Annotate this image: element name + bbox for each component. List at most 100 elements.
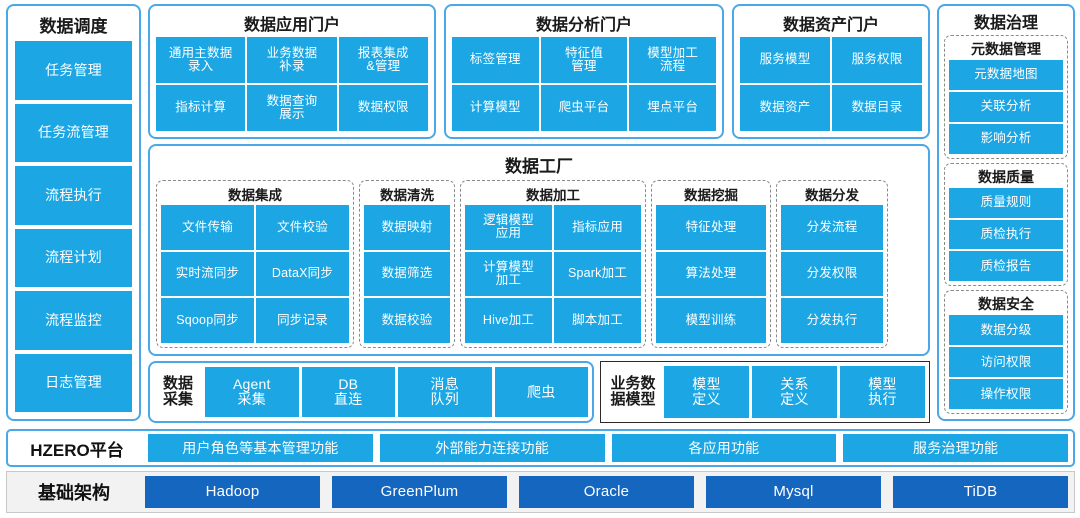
cleaning-item-data-mapping[interactable]: 数据映射 xyxy=(364,205,450,250)
portal-row: 数据应用门户 通用主数据 录入 业务数据 补录 报表集成 &管理 指标计算 数据… xyxy=(148,4,930,139)
processing-item-calculation-model-processing[interactable]: 计算模型 加工 xyxy=(465,251,552,297)
panel-title-data-asset-portal: 数据资产门户 xyxy=(782,16,879,34)
data-integration-grid: 文件传输 文件校验 实时流同步 DataX同步 Sqoop同步 同步记录 xyxy=(161,205,349,343)
processing-item-metric-application[interactable]: 指标应用 xyxy=(554,205,641,250)
analysis-portal-item-tag-management[interactable]: 标签管理 xyxy=(452,37,539,83)
data-processing-grid: 逻辑模型 应用 指标应用 计算模型 加工 Spark加工 Hive加工 脚本加工 xyxy=(465,205,641,343)
metadata-item-list: 元数据地图 关联分析 影响分析 xyxy=(949,60,1063,154)
infrastructure-item-greenplum[interactable]: GreenPlum xyxy=(332,476,507,508)
mining-item-algorithm-processing[interactable]: 算法处理 xyxy=(656,251,766,297)
group-title-data-cleaning: 数据清洗 xyxy=(380,188,434,203)
analysis-portal-item-tracking-platform[interactable]: 埋点平台 xyxy=(629,85,716,131)
panel-title-hzero-platform: HZERO平台 xyxy=(30,440,124,460)
asset-portal-item-service-model[interactable]: 服务模型 xyxy=(740,37,830,83)
analysis-portal-item-model-processing-flow[interactable]: 模型加工 流程 xyxy=(629,37,716,83)
integration-item-sqoop-sync[interactable]: Sqoop同步 xyxy=(161,298,254,343)
integration-item-file-verification[interactable]: 文件校验 xyxy=(256,205,349,250)
cleaning-item-data-verification[interactable]: 数据校验 xyxy=(364,298,450,343)
app-portal-item-data-permission[interactable]: 数据权限 xyxy=(338,85,428,131)
business-model-item-model-execution[interactable]: 模型 执行 xyxy=(840,366,925,418)
quality-item-inspection-execution[interactable]: 质检执行 xyxy=(949,219,1063,250)
quality-item-quality-rule[interactable]: 质量规则 xyxy=(949,187,1063,218)
group-data-integration: 数据集成 文件传输 文件校验 实时流同步 DataX同步 Sqoop同步 同步记… xyxy=(156,180,354,348)
cleaning-item-data-filtering[interactable]: 数据筛选 xyxy=(364,251,450,297)
infrastructure-item-mysql[interactable]: Mysql xyxy=(706,476,881,508)
scheduling-item-log-management[interactable]: 日志管理 xyxy=(15,353,132,412)
app-portal-item-business-data-supplement[interactable]: 业务数据 补录 xyxy=(247,37,337,83)
infrastructure-item-oracle[interactable]: Oracle xyxy=(519,476,694,508)
collection-item-crawler[interactable]: 爬虫 xyxy=(494,367,588,417)
app-portal-item-metric-calculation[interactable]: 指标计算 xyxy=(156,85,246,131)
factory-group-row: 数据集成 文件传输 文件校验 实时流同步 DataX同步 Sqoop同步 同步记… xyxy=(156,179,922,348)
security-item-data-classification[interactable]: 数据分级 xyxy=(949,315,1063,346)
panel-data-asset-portal: 数据资产门户 服务模型 服务权限 数据资产 数据目录 xyxy=(732,4,930,139)
section-title-data-quality: 数据质量 xyxy=(978,168,1034,185)
governance-section-list: 元数据管理 元数据地图 关联分析 影响分析 数据质量 质量规则 质检执行 质检报… xyxy=(944,33,1068,415)
metadata-item-lineage-analysis[interactable]: 关联分析 xyxy=(949,91,1063,122)
hzero-item-service-governance[interactable]: 服务治理功能 xyxy=(843,434,1068,462)
hzero-item-list: 用户角色等基本管理功能 外部能力连接功能 各应用功能 服务治理功能 xyxy=(148,434,1068,462)
panel-title-business-data-model: 业务数 据模型 xyxy=(610,374,656,408)
integration-item-datax-sync[interactable]: DataX同步 xyxy=(256,251,349,297)
panel-title-infrastructure: 基础架构 xyxy=(38,483,110,503)
infrastructure-item-list: Hadoop GreenPlum Oracle Mysql TiDB xyxy=(145,476,1068,508)
security-item-access-permission[interactable]: 访问权限 xyxy=(949,347,1063,378)
distribution-item-distribution-execution[interactable]: 分发执行 xyxy=(781,298,883,343)
scheduling-item-process-plan[interactable]: 流程计划 xyxy=(15,228,132,287)
scheduling-item-process-monitoring[interactable]: 流程监控 xyxy=(15,291,132,350)
business-model-item-list: 模型 定义 关系 定义 模型 执行 xyxy=(664,366,925,418)
group-title-data-integration: 数据集成 xyxy=(228,188,282,203)
processing-item-script-processing[interactable]: 脚本加工 xyxy=(554,298,641,343)
group-data-distribution: 数据分发 分发流程 分发权限 分发执行 xyxy=(776,180,888,348)
group-data-processing: 数据加工 逻辑模型 应用 指标应用 计算模型 加工 Spark加工 Hive加工… xyxy=(460,180,646,348)
processing-item-logical-model-application[interactable]: 逻辑模型 应用 xyxy=(465,205,552,250)
processing-item-spark-processing[interactable]: Spark加工 xyxy=(554,251,641,297)
asset-portal-grid: 服务模型 服务权限 数据资产 数据目录 xyxy=(740,36,922,131)
panel-data-collection: 数据 采集 Agent 采集 DB 直连 消息 队列 爬虫 xyxy=(148,361,594,423)
processing-item-hive-processing[interactable]: Hive加工 xyxy=(465,298,552,343)
section-title-metadata-management: 元数据管理 xyxy=(971,41,1041,57)
analysis-portal-grid: 标签管理 特征值 管理 模型加工 流程 计算模型 爬虫平台 埋点平台 xyxy=(452,36,716,131)
section-data-quality: 数据质量 质量规则 质检执行 质检报告 xyxy=(944,162,1068,287)
group-data-cleaning: 数据清洗 数据映射 数据筛选 数据校验 xyxy=(359,180,455,348)
section-data-security: 数据安全 数据分级 访问权限 操作权限 xyxy=(944,290,1068,415)
app-portal-item-data-query-display[interactable]: 数据查询 展示 xyxy=(247,85,337,131)
asset-portal-item-service-permission[interactable]: 服务权限 xyxy=(832,37,922,83)
metadata-item-metadata-map[interactable]: 元数据地图 xyxy=(949,60,1063,90)
scheduling-item-process-execution[interactable]: 流程执行 xyxy=(15,166,132,225)
collection-item-message-queue[interactable]: 消息 队列 xyxy=(398,367,492,417)
panel-title-data-analysis-portal: 数据分析门户 xyxy=(535,16,632,34)
metadata-item-impact-analysis[interactable]: 影响分析 xyxy=(949,123,1063,154)
scheduling-item-task-flow-management[interactable]: 任务流管理 xyxy=(15,103,132,162)
quality-item-inspection-report[interactable]: 质检报告 xyxy=(949,251,1063,282)
data-mining-grid: 特征处理 算法处理 模型训练 xyxy=(656,205,766,343)
asset-portal-item-data-asset[interactable]: 数据资产 xyxy=(740,85,830,131)
analysis-portal-item-feature-value-management[interactable]: 特征值 管理 xyxy=(540,37,628,83)
distribution-item-distribution-flow[interactable]: 分发流程 xyxy=(781,205,883,250)
hzero-item-external-capability-connection[interactable]: 外部能力连接功能 xyxy=(379,434,605,462)
app-portal-item-master-data-entry[interactable]: 通用主数据 录入 xyxy=(156,37,246,83)
analysis-portal-item-calculation-model[interactable]: 计算模型 xyxy=(452,85,539,131)
integration-item-sync-record[interactable]: 同步记录 xyxy=(256,298,349,343)
hzero-item-user-role-basic-management[interactable]: 用户角色等基本管理功能 xyxy=(148,434,373,462)
hzero-item-application-functions[interactable]: 各应用功能 xyxy=(611,434,837,462)
app-portal-item-report-integration[interactable]: 报表集成 &管理 xyxy=(338,37,428,83)
infrastructure-item-tidb[interactable]: TiDB xyxy=(893,476,1068,508)
mining-item-feature-processing[interactable]: 特征处理 xyxy=(656,205,766,250)
middle-column: 数据应用门户 通用主数据 录入 业务数据 补录 报表集成 &管理 指标计算 数据… xyxy=(148,4,930,423)
business-model-item-model-definition[interactable]: 模型 定义 xyxy=(664,366,749,418)
analysis-portal-item-crawler-platform[interactable]: 爬虫平台 xyxy=(540,85,628,131)
distribution-item-distribution-permission[interactable]: 分发权限 xyxy=(781,251,883,297)
business-model-item-relation-definition[interactable]: 关系 定义 xyxy=(752,366,837,418)
asset-portal-item-data-catalog[interactable]: 数据目录 xyxy=(832,85,922,131)
security-item-operation-permission[interactable]: 操作权限 xyxy=(949,379,1063,410)
infrastructure-item-hadoop[interactable]: Hadoop xyxy=(145,476,320,508)
integration-item-realtime-stream-sync[interactable]: 实时流同步 xyxy=(161,251,254,297)
collection-item-agent-collection[interactable]: Agent 采集 xyxy=(205,367,299,417)
collection-item-db-direct-connect[interactable]: DB 直连 xyxy=(301,367,395,417)
scheduling-item-task-management[interactable]: 任务管理 xyxy=(15,41,132,100)
integration-item-file-transfer[interactable]: 文件传输 xyxy=(161,205,254,250)
panel-data-governance: 数据治理 元数据管理 元数据地图 关联分析 影响分析 数据质量 质量规则 质检执… xyxy=(937,4,1075,421)
mining-item-model-training[interactable]: 模型训练 xyxy=(656,298,766,343)
